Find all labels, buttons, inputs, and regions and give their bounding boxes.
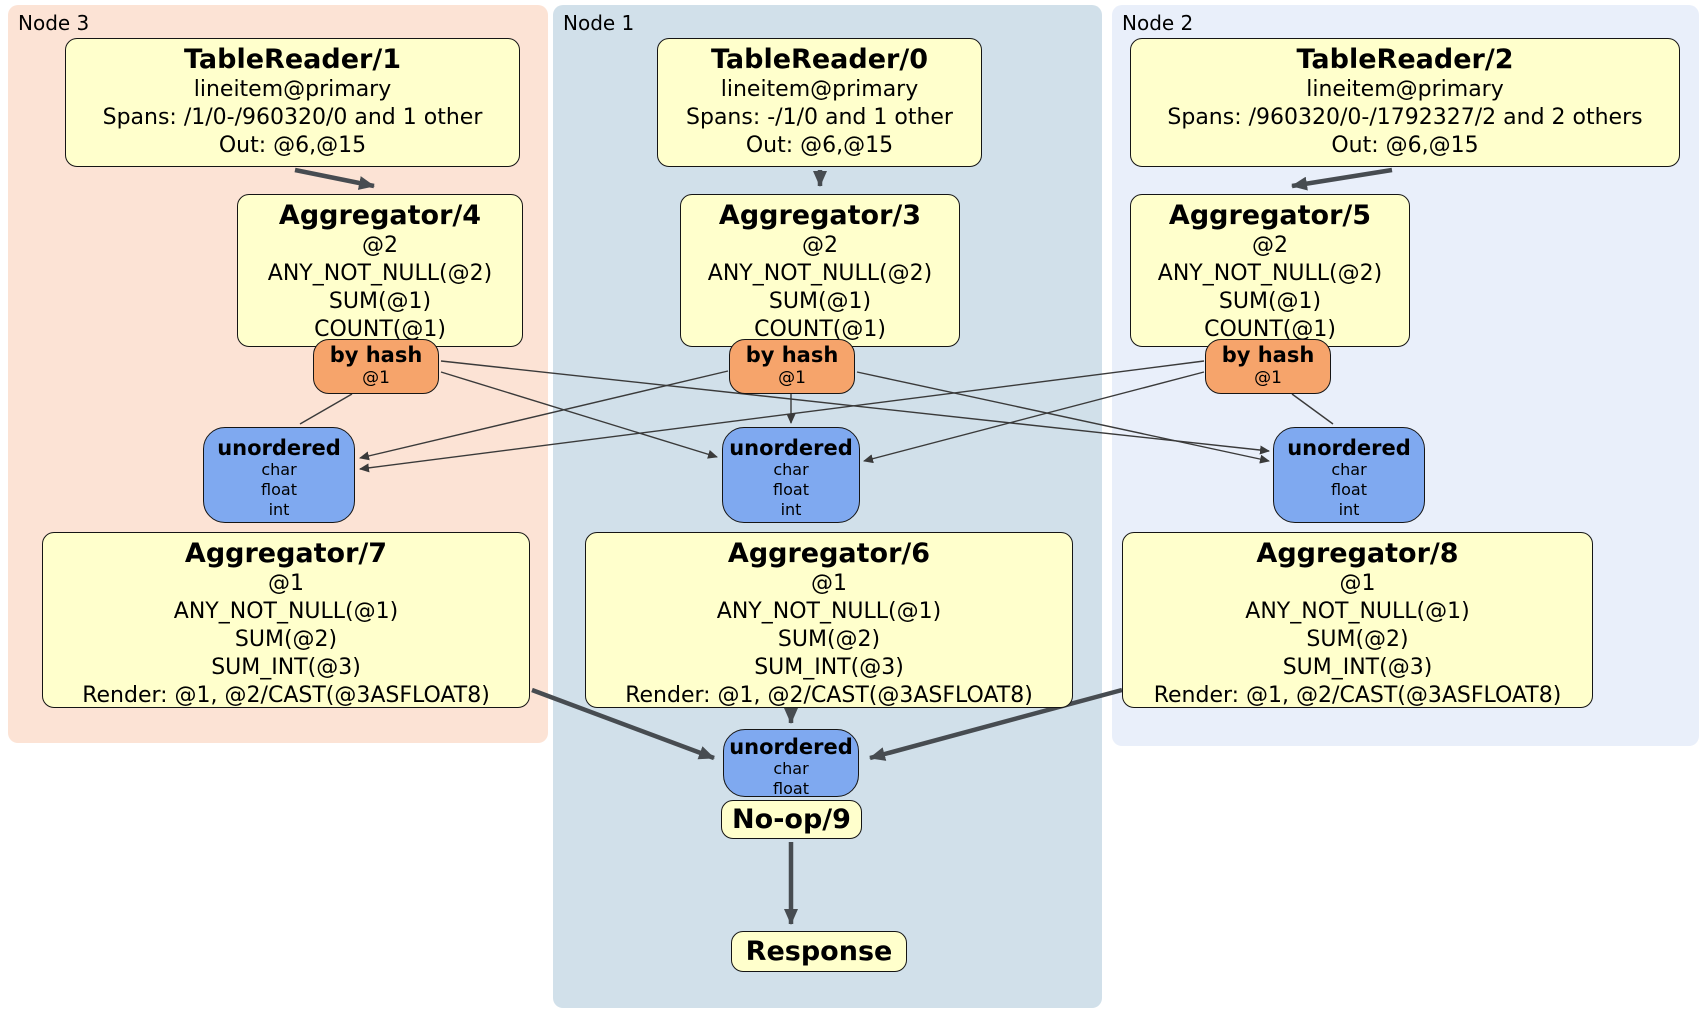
- unordered-node2-type: float: [1331, 480, 1367, 499]
- aggregator-3-title: Aggregator/3: [718, 200, 922, 231]
- tablereader-1-out: Out: @6,@15: [218, 133, 367, 158]
- unordered-node1-type: float: [773, 480, 809, 499]
- panel-node1-label: Node 1: [563, 11, 635, 35]
- aggregator-5-title: Aggregator/5: [1168, 200, 1372, 231]
- unordered-node3-title: unordered: [217, 436, 341, 460]
- unordered-node2-type: int: [1338, 500, 1360, 519]
- tablereader-1-title: TableReader/1: [184, 44, 401, 75]
- aggregator-8-fn: SUM_INT(@3): [1282, 655, 1433, 680]
- aggregator-3-fn: COUNT(@1): [754, 317, 886, 342]
- unordered-final: unordered char float: [723, 729, 859, 798]
- by-hash-node3-title: by hash: [329, 343, 423, 367]
- aggregator-7-fn: ANY_NOT_NULL(@1): [173, 599, 399, 624]
- aggregator-3-group: @2: [802, 233, 838, 258]
- aggregator-6-group: @1: [811, 571, 847, 596]
- aggregator-7-title: Aggregator/7: [184, 538, 388, 569]
- by-hash-node2-title: by hash: [1221, 343, 1315, 367]
- aggregator-8-render: Render: @1, @2/CAST(@3ASFLOAT8): [1153, 683, 1562, 708]
- unordered-final-type: char: [773, 759, 809, 778]
- unordered-node2-title: unordered: [1287, 436, 1411, 460]
- aggregator-8-fn: ANY_NOT_NULL(@1): [1245, 599, 1470, 624]
- aggregator-6-fn: SUM_INT(@3): [754, 655, 904, 680]
- response: Response: [731, 931, 907, 972]
- panel-node3-label: Node 3: [18, 11, 90, 35]
- by-hash-node1-title: by hash: [745, 343, 839, 367]
- tablereader-2-out: Out: @6,@15: [1331, 133, 1479, 158]
- tablereader-0-title: TableReader/0: [711, 44, 928, 75]
- tablereader-0-spans: Spans: -/1/0 and 1 other: [686, 105, 953, 130]
- aggregator-3-fn: SUM(@1): [768, 289, 872, 314]
- tablereader-0-out: Out: @6,@15: [745, 133, 894, 158]
- tablereader-0-index: lineitem@primary: [720, 77, 919, 102]
- unordered-final-title: unordered: [729, 735, 853, 759]
- tablereader-2: TableReader/2 lineitem@primary Spans: /9…: [1130, 38, 1680, 167]
- aggregator-6-fn: SUM(@2): [777, 627, 881, 652]
- aggregator-8-group: @1: [1339, 571, 1376, 596]
- aggregator-8-fn: SUM(@2): [1306, 627, 1409, 652]
- unordered-node3-type: float: [261, 480, 297, 499]
- unordered-node1-type: char: [773, 460, 809, 479]
- tablereader-2-title: TableReader/2: [1296, 44, 1514, 75]
- unordered-node1-title: unordered: [729, 436, 853, 460]
- aggregator-5-fn: SUM(@1): [1218, 289, 1322, 314]
- aggregator-4-fn: SUM(@1): [328, 289, 432, 314]
- unordered-node3-type: char: [261, 460, 297, 479]
- unordered-node3: unordered char float int: [203, 427, 355, 523]
- aggregator-7: Aggregator/7 @1 ANY_NOT_NULL(@1) SUM(@2)…: [42, 532, 530, 708]
- response-title: Response: [745, 936, 893, 967]
- aggregator-8: Aggregator/8 @1 ANY_NOT_NULL(@1) SUM(@2)…: [1122, 532, 1593, 708]
- unordered-final-type: float: [773, 779, 809, 798]
- aggregator-6-title: Aggregator/6: [727, 538, 931, 569]
- unordered-node1-type: int: [780, 500, 802, 519]
- aggregator-5: Aggregator/5 @2 ANY_NOT_NULL(@2) SUM(@1)…: [1130, 194, 1410, 347]
- by-hash-node1: by hash @1: [729, 339, 855, 394]
- by-hash-node3-cols: @1: [362, 368, 390, 388]
- unordered-node2-type: char: [1331, 460, 1367, 479]
- panel-node2-label: Node 2: [1122, 11, 1194, 35]
- aggregator-4-group: @2: [362, 233, 398, 258]
- no-op-9: No-op/9: [721, 800, 862, 839]
- tablereader-1: TableReader/1 lineitem@primary Spans: /1…: [65, 38, 520, 167]
- aggregator-6: Aggregator/6 @1 ANY_NOT_NULL(@1) SUM(@2)…: [585, 532, 1073, 708]
- aggregator-3-fn: ANY_NOT_NULL(@2): [707, 261, 933, 286]
- aggregator-5-group: @2: [1252, 233, 1288, 258]
- aggregator-4-fn: COUNT(@1): [314, 317, 446, 342]
- tablereader-2-spans: Spans: /960320/0-/1792327/2 and 2 others: [1167, 105, 1643, 130]
- aggregator-7-render: Render: @1, @2/CAST(@3ASFLOAT8): [82, 683, 490, 708]
- aggregator-5-fn: COUNT(@1): [1204, 317, 1336, 342]
- unordered-node1: unordered char float int: [722, 427, 860, 523]
- tablereader-1-spans: Spans: /1/0-/960320/0 and 1 other: [102, 105, 483, 130]
- no-op-9-title: No-op/9: [732, 804, 851, 835]
- aggregator-6-render: Render: @1, @2/CAST(@3ASFLOAT8): [625, 683, 1033, 708]
- aggregator-4-title: Aggregator/4: [278, 200, 482, 231]
- by-hash-node2-cols: @1: [1254, 368, 1282, 388]
- aggregator-4-fn: ANY_NOT_NULL(@2): [267, 261, 493, 286]
- aggregator-7-fn: SUM(@2): [234, 627, 338, 652]
- tablereader-2-index: lineitem@primary: [1306, 77, 1504, 102]
- unordered-node3-type: int: [268, 500, 290, 519]
- tablereader-0: TableReader/0 lineitem@primary Spans: -/…: [657, 38, 982, 167]
- by-hash-node1-cols: @1: [778, 368, 806, 388]
- tablereader-1-index: lineitem@primary: [193, 77, 392, 102]
- by-hash-node2: by hash @1: [1205, 339, 1331, 394]
- aggregator-7-fn: SUM_INT(@3): [211, 655, 361, 680]
- aggregator-4: Aggregator/4 @2 ANY_NOT_NULL(@2) SUM(@1)…: [237, 194, 523, 347]
- aggregator-7-group: @1: [268, 571, 304, 596]
- by-hash-node3: by hash @1: [313, 339, 439, 394]
- unordered-node2: unordered char float int: [1273, 427, 1425, 523]
- aggregator-3: Aggregator/3 @2 ANY_NOT_NULL(@2) SUM(@1)…: [680, 194, 960, 347]
- aggregator-6-fn: ANY_NOT_NULL(@1): [716, 599, 942, 624]
- aggregator-5-fn: ANY_NOT_NULL(@2): [1157, 261, 1383, 286]
- aggregator-8-title: Aggregator/8: [1256, 538, 1459, 569]
